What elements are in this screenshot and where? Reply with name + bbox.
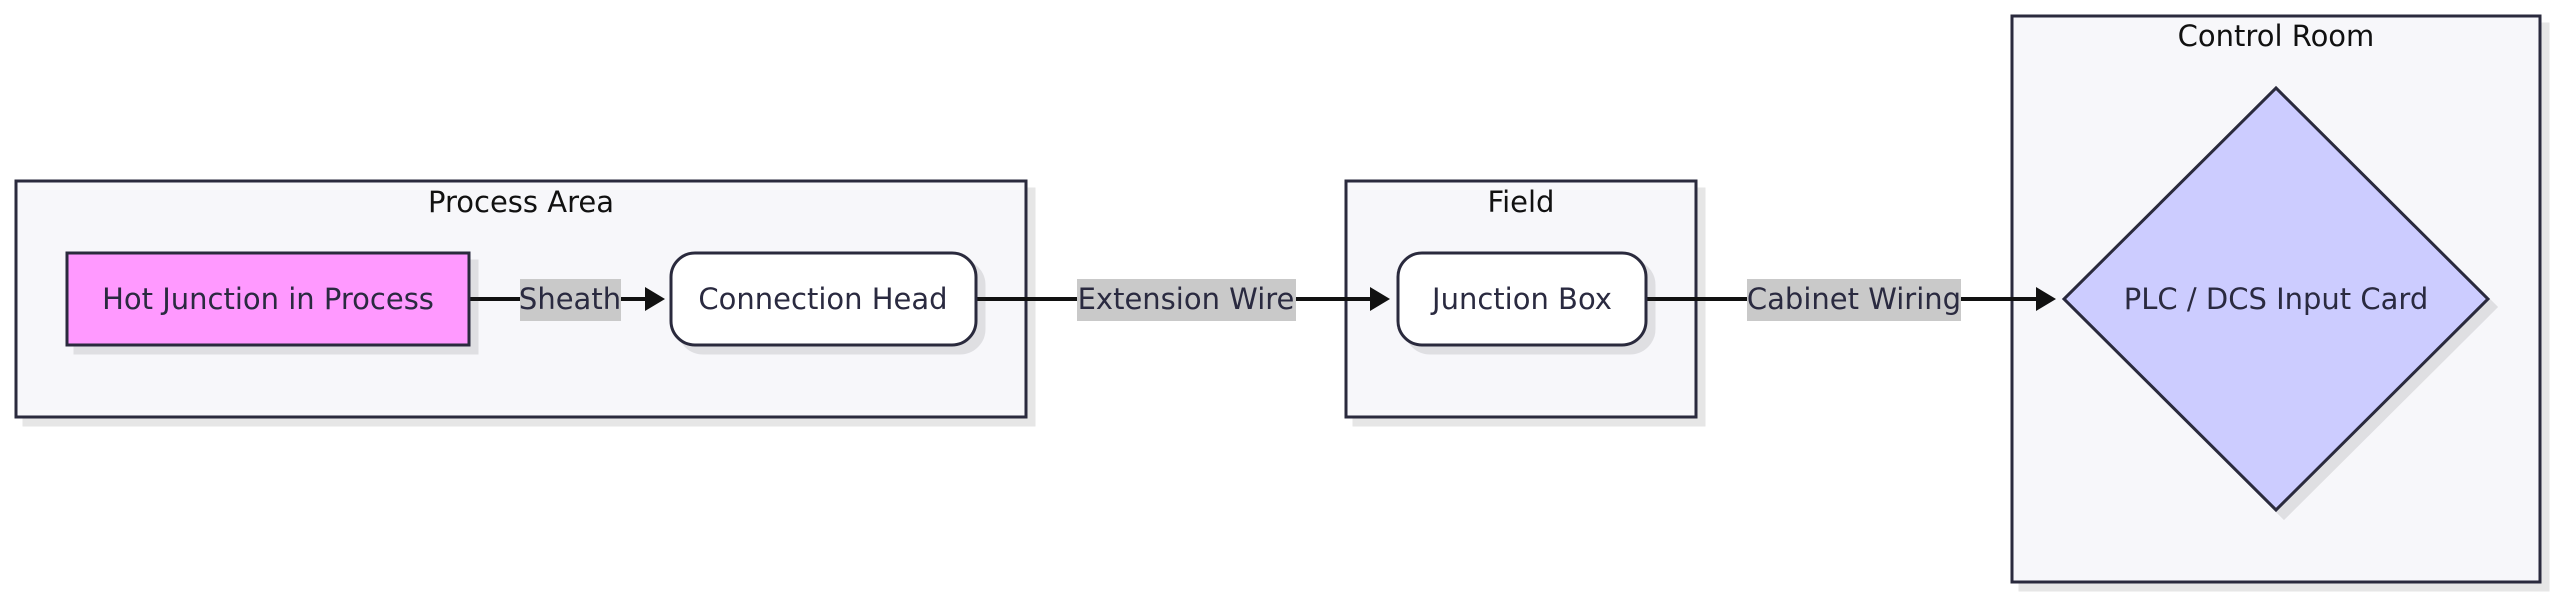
- edge-extension-wire-label-bg: [1077, 279, 1296, 321]
- node-hot-junction-label: Hot Junction in Process: [102, 282, 434, 316]
- edge-extension-wire-label: Extension Wire: [1078, 282, 1295, 316]
- node-connection-head[interactable]: Connection Head: [669, 251, 978, 347]
- node-connection-head-box: [669, 251, 978, 347]
- edge-cabinet-wiring: Cabinet Wiring: [1646, 279, 2056, 321]
- node-input-card[interactable]: PLC / DCS Input Card: [2061, 85, 2491, 513]
- cluster-process-area-label: Process Area: [428, 185, 614, 219]
- edge-cabinet-wiring-label-bg: [1747, 279, 1961, 321]
- edge-extension-wire: Extension Wire: [976, 279, 1390, 321]
- edge-sheath-label-bg: [520, 279, 621, 321]
- edge-sheath-arrowhead: [645, 287, 665, 311]
- edge-sheath-label: Sheath: [519, 282, 621, 316]
- node-connection-head-label: Connection Head: [698, 282, 947, 316]
- node-hot-junction-box: [65, 251, 471, 347]
- node-input-card-diamond: [2061, 85, 2491, 513]
- node-junction-box-label: Junction Box: [1430, 282, 1612, 316]
- edge-cabinet-wiring-arrowhead: [2036, 287, 2056, 311]
- edge-extension-wire-arrowhead: [1370, 287, 1390, 311]
- cluster-field-label: Field: [1488, 185, 1555, 219]
- node-junction-box-box: [1396, 251, 1648, 347]
- edge-sheath: Sheath: [469, 279, 665, 321]
- node-input-card-label: PLC / DCS Input Card: [2124, 282, 2428, 316]
- edge-cabinet-wiring-label: Cabinet Wiring: [1747, 282, 1961, 316]
- node-junction-box[interactable]: Junction Box: [1396, 251, 1648, 347]
- cluster-control-room-label: Control Room: [2178, 19, 2375, 53]
- node-hot-junction[interactable]: Hot Junction in Process: [65, 251, 471, 347]
